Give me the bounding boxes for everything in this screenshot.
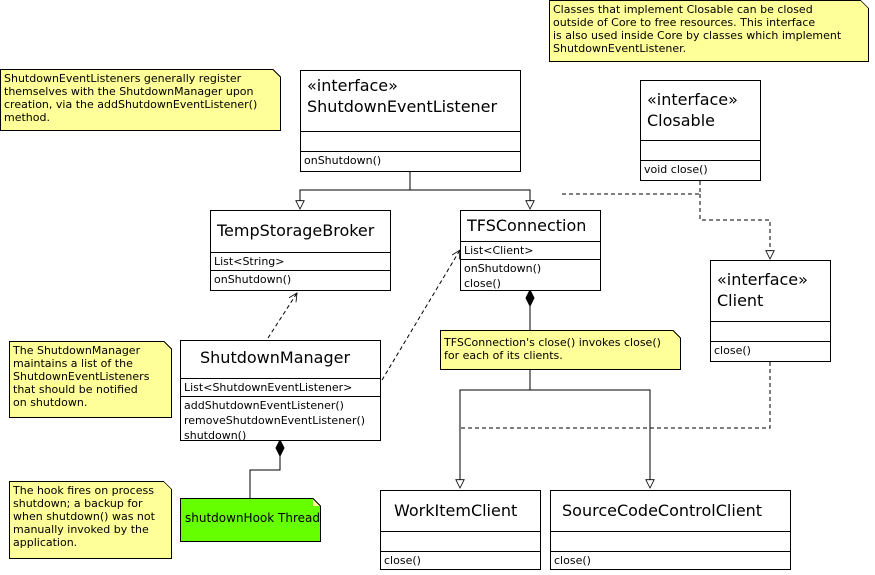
method-item: onShutdown() <box>214 273 292 286</box>
stereotype-label: «interface» <box>307 76 398 95</box>
stereotype-label: «interface» <box>647 90 738 109</box>
attributes-section: List<ShutdownEventListener> <box>181 379 380 397</box>
note-line: for each of its clients. <box>444 349 563 362</box>
note-line: when shutdown() was not <box>13 510 155 523</box>
methods-section: addShutdownEventListener() removeShutdow… <box>181 397 380 444</box>
class-name: SourceCodeControlClient <box>562 501 763 520</box>
stereotype-label: «interface» <box>717 270 808 289</box>
method-item: close() <box>464 277 501 290</box>
class-header: WorkItemClient <box>381 491 540 532</box>
class-name: TFSConnection <box>467 216 587 235</box>
composition-line-sccc <box>530 389 650 488</box>
note-line: The hook fires on process <box>13 484 154 497</box>
closable-interface: «interface» Closable void close() <box>640 80 761 181</box>
realization-line-client-closable <box>699 194 770 259</box>
class-header: «interface» Closable <box>641 81 760 141</box>
methods-section: close() <box>551 552 790 569</box>
realization-line-temp-storage <box>300 172 411 209</box>
tfs-connection-class: TFSConnection List<Client> onShutdown() … <box>460 210 601 291</box>
attributes-section <box>551 532 790 552</box>
class-header: TempStorageBroker <box>211 211 390 253</box>
class-name: Closable <box>647 111 715 130</box>
composition-line-hook <box>249 456 281 498</box>
methods-section: onShutdown() <box>301 152 520 169</box>
attributes-section <box>711 322 830 342</box>
note-line: is also used inside Core by classes whic… <box>553 29 842 42</box>
method-item: addShutdownEventListener() <box>184 399 344 412</box>
class-header: «interface» Client <box>711 261 830 322</box>
note-line: outside of Core to free resources. This … <box>553 16 816 29</box>
method-item: shutdown() <box>184 429 247 442</box>
class-name: ShutdownEventListener <box>307 97 498 116</box>
attribute-item: List<Client> <box>464 244 534 257</box>
class-name: Client <box>717 291 764 310</box>
tfs-close-note: TFSConnection's close() invokes close() … <box>440 330 681 370</box>
methods-section: close() <box>711 342 830 359</box>
temp-storage-broker-class: TempStorageBroker List<String> onShutdow… <box>210 210 391 291</box>
method-item: close() <box>554 554 591 567</box>
realization-line-tfs-listener <box>410 189 530 209</box>
attributes-section <box>641 141 760 161</box>
note-line: creation, via the addShutdownEventListen… <box>4 98 258 111</box>
dependency-line-tfs-connection <box>381 250 460 381</box>
method-item: void close() <box>644 163 708 176</box>
note-line: application. <box>13 536 78 549</box>
shutdown-event-listener-interface: «interface» ShutdownEventListener onShut… <box>300 70 521 172</box>
class-header: TFSConnection <box>461 211 600 242</box>
work-item-client-class: WorkItemClient close() <box>380 490 541 570</box>
method-item: removeShutdownEventListener() <box>184 414 366 427</box>
note-line: that should be notified <box>13 383 138 396</box>
shutdown-manager-class: ShutdownManager List<ShutdownEventListen… <box>180 340 381 444</box>
attributes-section: List<String> <box>211 253 390 271</box>
note-line: manually invoked by the <box>13 523 149 536</box>
note-line: Classes that implement Closable can be c… <box>553 3 813 16</box>
class-header: «interface» ShutdownEventListener <box>301 71 520 132</box>
realization-line-client-impls <box>460 362 771 429</box>
source-code-control-client-class: SourceCodeControlClient close() <box>550 490 791 570</box>
shutdown-hook-label: shutdownHook Thread <box>185 511 320 525</box>
class-header: ShutdownManager <box>181 341 380 379</box>
client-interface: «interface» Client close() <box>710 260 831 362</box>
listener-registration-note: ShutdownEventListeners generally registe… <box>0 69 281 131</box>
method-item: onShutdown() <box>304 154 382 167</box>
dependency-line-temp-storage <box>267 293 297 339</box>
attributes-section <box>381 532 540 552</box>
attributes-section <box>301 132 520 152</box>
note-line: TFSConnection's close() invokes close() <box>444 336 661 349</box>
attributes-section: List<Client> <box>461 242 600 260</box>
note-line: themselves with the ShutdownManager upon <box>4 85 254 98</box>
class-name: WorkItemClient <box>394 501 518 520</box>
shutdown-manager-note: The ShutdownManager maintains a list of … <box>9 341 172 418</box>
note-line: maintains a list of the <box>13 357 133 370</box>
method-item: close() <box>714 344 751 357</box>
shutdown-hook-thread: shutdownHook Thread <box>180 498 321 542</box>
shutdown-hook-note: The hook fires on process shutdown; a ba… <box>9 481 172 559</box>
methods-section: onShutdown() close() <box>461 260 600 292</box>
closable-note: Classes that implement Closable can be c… <box>549 0 869 62</box>
class-name: ShutdownManager <box>200 348 351 367</box>
methods-section: onShutdown() <box>211 271 390 288</box>
note-line: ShutdownEventListeners generally registe… <box>4 72 242 85</box>
class-header: SourceCodeControlClient <box>551 491 790 532</box>
method-item: close() <box>384 554 421 567</box>
note-line: ShutdownEventListeners <box>13 370 150 383</box>
note-line: method. <box>4 111 50 124</box>
composition-diamond-hook <box>275 438 285 458</box>
class-name: TempStorageBroker <box>217 221 375 240</box>
note-line: on shutdown. <box>13 396 88 409</box>
note-line: The ShutdownManager <box>13 344 141 357</box>
methods-section: close() <box>381 552 540 569</box>
realization-line-tfs-closable <box>560 181 701 195</box>
methods-section: void close() <box>641 161 760 178</box>
method-item: onShutdown() <box>464 262 542 275</box>
note-line: ShutdownEventListener. <box>553 42 687 55</box>
note-line: shutdown; a backup for <box>13 497 143 510</box>
composition-diamond-tfs <box>525 288 535 308</box>
attribute-item: List<String> <box>214 255 285 268</box>
attribute-item: List<ShutdownEventListener> <box>184 381 353 394</box>
